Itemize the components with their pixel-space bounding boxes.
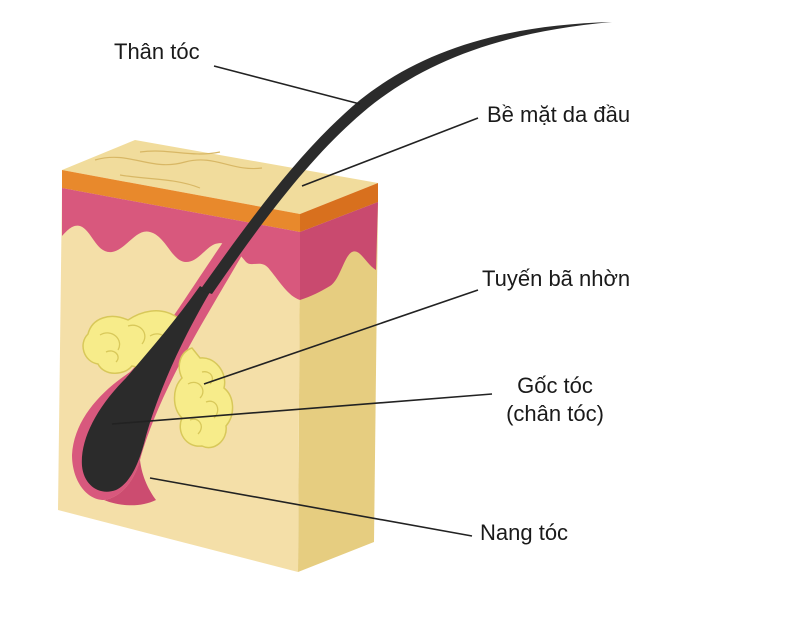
skin-block-side-face [298, 202, 378, 572]
sebaceous-gland-right-texture [187, 371, 219, 435]
leader-line-sebaceous-gland [203, 289, 479, 385]
sebaceous-gland-right [173, 347, 234, 449]
sebaceous-gland-left-texture [99, 324, 167, 363]
hair-follicle-lower [104, 460, 156, 506]
leader-line-scalp-surface [301, 117, 479, 187]
skin-surface-wrinkles [94, 150, 263, 189]
dermis-layer-side [300, 202, 378, 300]
label-hair-root-line1: Gốc tóc [517, 373, 593, 398]
label-hair-follicle: Nang tóc [480, 520, 569, 545]
epidermis-layer-side [300, 183, 378, 232]
label-scalp-surface: Bề mặt da đầu [487, 102, 631, 127]
epidermis-layer-front [62, 170, 300, 232]
leader-line-hair-follicle [149, 477, 473, 537]
dermis-layer-front [62, 188, 300, 300]
hair-bulb [81, 286, 210, 492]
leader-line-hair-root [111, 393, 493, 425]
skin-block-top-face [62, 140, 378, 214]
label-hair-root: Gốc tóc (chân tóc) [490, 372, 620, 427]
label-hair-shaft: Thân tóc [114, 39, 200, 64]
leader-lines [111, 65, 493, 537]
leader-line-hair-shaft [213, 65, 361, 105]
label-sebaceous-gland: Tuyến bã nhờn [482, 266, 631, 291]
hair-shaft [200, 22, 612, 294]
label-hair-root-line2: (chân tóc) [506, 400, 604, 426]
